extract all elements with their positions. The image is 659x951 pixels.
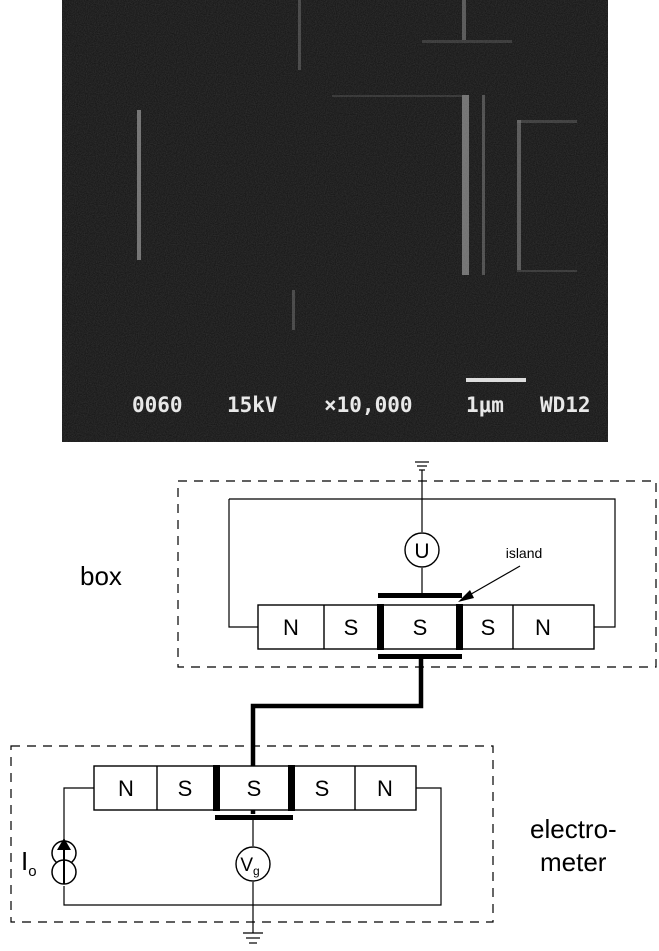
scale-bar [466,378,526,382]
circuit-diagram: U island N S S S N box N S S [10,461,657,944]
box-chain-S-right: S [481,615,496,640]
electrometer-chain-S-left: S [178,776,193,801]
current-source-icon [51,838,77,885]
electrometer-chain-S-right: S [315,776,330,801]
box-enclosure [177,480,657,668]
ground-symbol-bottom [243,932,263,944]
databar-wd: WD12 [540,393,591,417]
box-junction-chain [257,604,595,650]
coupling-plate-top [378,654,462,659]
box-wire-loop [228,498,616,628]
box-chain-S-island: S [413,615,428,640]
gate-voltage-source-Vg [235,846,271,882]
coupling-wire [250,659,424,814]
electrometer-junction-chain [93,765,417,811]
electrometer-label-line1: electro- [530,814,617,844]
micrograph-image: 0060 15kV ×10,000 1μm WD12 [62,0,608,442]
source-Vg-label: Vg [240,855,259,878]
box-chain-N-right: N [535,615,551,640]
electrometer-label-line2: meter [540,847,607,877]
databar-scale: 1μm [466,393,504,417]
electrometer-enclosure [10,745,494,923]
electrometer-chain-N-left: N [118,776,134,801]
source-U-label: U [414,540,429,563]
databar-code: 0060 [132,393,183,417]
sem-micrograph: 0060 15kV ×10,000 1μm WD12 [62,0,608,442]
island-label: island [506,545,543,561]
electrometer-chain-N-right: N [377,776,393,801]
ground-symbol-top [415,461,429,499]
electrometer-gate-plate [215,815,293,820]
box-label: box [80,561,122,591]
electrometer-wire-loop [63,787,442,933]
electrometer-chain-S-island: S [247,776,262,801]
voltage-source-U [404,532,440,568]
databar-magnification: ×10,000 [324,393,413,417]
box-chain-S-left: S [344,615,359,640]
box-gate-plate [378,593,462,598]
current-source-label: Io [21,846,37,880]
databar-voltage: 15kV [227,393,278,417]
island-arrow [458,565,521,602]
box-chain-N-left: N [283,615,299,640]
